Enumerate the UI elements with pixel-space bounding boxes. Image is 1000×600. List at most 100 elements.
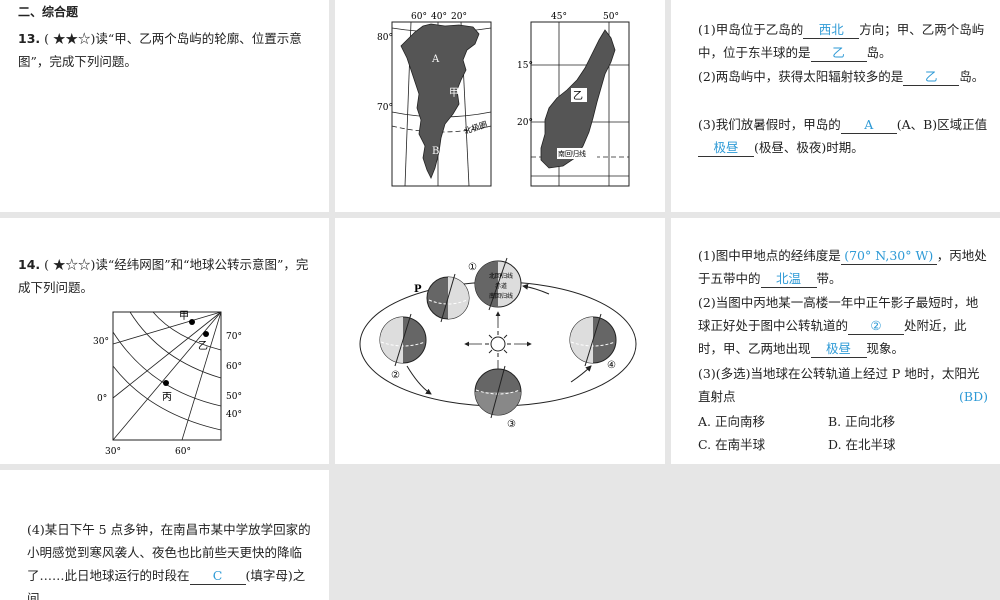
option-b: B. 正向北移 [828,414,896,429]
q13-maps-panel: 60° 40° 20° 80° 70° A B 甲 北极圈 45° 50° 15… [335,0,665,212]
position-4-label: ④ [607,360,616,371]
map-jia-lon-40: 40° [431,12,447,22]
q14-stem-panel: 14. ( ★☆☆)读“经纬网图”和“地球公转示意图”，完成下列问题。 甲 乙 … [0,218,329,464]
island-maps-figure: 60° 40° 20° 80° 70° A B 甲 北极圈 45° 50° 15… [377,12,630,187]
q14-sub1-text-b: ，丙地处于五带中的 [698,248,987,286]
point-bing-marker [163,380,169,386]
grid-bottom-60: 60° [175,447,191,457]
q14-sub1-text-a: (1)图中甲地点的经纬度是 [698,248,841,263]
q14-orbit-panel: P 北回归线 赤道 南回归线 ① ② ③ [335,218,665,464]
q14-sub1-answer-a: (70° N,30° W) [840,247,937,265]
earth-label-equator: 赤道 [495,282,507,290]
q13-stem-panel: 二、综合题 13. ( ★★☆)读“甲、乙两个岛屿的轮廓、位置示意图”，完成下列… [0,0,329,212]
q13-sub1-text-a: (1)甲岛位于乙岛的 [698,22,804,37]
grid-left-30: 30° [93,337,109,347]
q14-sub2-text-a: (2)当图中丙地某一高楼一年中正午影子最短时，地球正好处于图中公转轨道的 [698,295,979,333]
q14-sub4-answer-a: C [189,567,246,585]
earth-label-tropic-n: 北回归线 [489,272,513,280]
map-jia: 60° 40° 20° 80° 70° A B 甲 北极圈 [377,12,492,187]
q13-stem: 13. ( ★★☆)读“甲、乙两个岛屿的轮廓、位置示意图”，完成下列问题。 [18,27,313,73]
map-yi-lon-50: 50° [603,12,619,22]
q13-sub3-text-b: (A、B)区域正值 [896,117,988,132]
q14-stem: 14. ( ★☆☆)读“经纬网图”和“地球公转示意图”，完成下列问题。 [18,253,313,299]
point-yi-label: 乙 [198,340,208,352]
q13-sub3-text-a: (3)我们放暑假时，甲岛的 [698,117,841,132]
q14-stars: ( ★☆☆) [44,257,96,272]
position-1-label: ① [468,262,477,273]
q14-sub2-answer-b: 极昼 [810,340,867,358]
q14-sub4-text-b: (填字母)之间。 [27,568,306,600]
option-c: C. 在南半球 [698,437,766,452]
q14-sub3-text-a: (3)(多选)当地球在公转轨道上经过 P 地时，太阳光直射点 [698,366,980,404]
map-yi-lat-15: 15° [517,61,533,71]
earth-position-1: 北回归线 赤道 南回归线 [474,257,522,311]
grid-right-70: 70° [226,332,242,342]
q13-sub2: (2)两岛屿中，获得太阳辐射较多的是乙岛。 [698,65,988,88]
q14-number: 14. [18,257,41,272]
q14-sub2-text-b: 处附近，此时，甲、乙两地出现 [698,318,967,356]
q13-sub2-answer-a: 乙 [903,68,960,86]
q13-sub1-text-b: 方向；甲、乙两个岛屿中，位于东半球的是 [698,22,985,60]
q13-number: 13. [18,31,41,46]
position-3-label: ③ [507,419,516,430]
map-yi-lat-20: 20° [517,118,533,128]
position-2-label: ② [391,370,400,381]
map-jia-lon-20: 20° [451,12,467,22]
map-jia-lat-80: 80° [377,33,393,43]
sun-icon [485,331,511,357]
q13-sub1-text-c: 岛。 [866,45,892,60]
earth-position-2 [379,313,427,367]
q13-sub3-text-c: (极昼、极夜)时期。 [754,140,864,155]
grid-right-50: 50° [226,392,242,402]
section-heading: 二、综合题 [18,5,79,19]
q13-sub1-answer-b: 乙 [810,44,867,62]
q14-sub1-answer-b: 北温 [760,270,817,288]
grid-right-60: 60° [226,362,242,372]
q13-sub1-answer-a: 西北 [803,21,860,39]
earth-position-p [426,273,470,323]
q14-sub1: (1)图中甲地点的经纬度是(70° N,30° W)，丙地处于五带中的北温带。 [698,244,988,290]
q14-sub4-panel: (4)某日下午 5 点多钟，在南昌市某中学放学回家的小明感觉到寒风袭人、夜色也比… [0,470,329,600]
island-yi-label: 乙 [573,90,583,102]
region-b-label: B [432,146,439,157]
island-jia-shape [400,23,480,179]
point-jia-marker [189,319,195,325]
earth-position-3 [474,365,522,419]
region-a-label: A [431,54,440,65]
arctic-circle-label: 北极圈 [463,119,489,136]
earth-revolution-figure: P 北回归线 赤道 南回归线 ① ② ③ [359,257,637,430]
q13-stem-text: 读“甲、乙两个岛屿的轮廓、位置示意图”，完成下列问题。 [18,31,302,69]
q14-sub1-text-c: 带。 [816,271,842,286]
q14-answers-panel: (1)图中甲地点的经纬度是(70° N,30° W)，丙地处于五带中的北温带。 … [671,218,1000,464]
point-yi-marker [203,331,209,337]
q14-sub3: (3)(多选)当地球在公转轨道上经过 P 地时，太阳光直射点 (BD) [698,362,988,408]
p-label: P [414,284,422,295]
q14-sub3-answer: (BD) [959,389,988,404]
option-a: A. 正向南移 [698,414,765,429]
map-jia-lat-70: 70° [377,103,393,113]
q14-sub2-text-c: 现象。 [866,341,905,356]
earth-label-tropic-s: 南回归线 [489,292,513,300]
tropic-capricorn-label: 南回归线 [558,149,586,158]
lat-lon-grid-figure: 甲 乙 丙 30° 0° 70° 60° 50° 40° 30° 60° [93,311,242,457]
earth-position-4 [569,313,617,367]
q13-answers-panel: (1)甲岛位于乙岛的西北方向；甲、乙两个岛屿中，位于东半球的是乙岛。 (2)两岛… [671,0,1000,212]
map-yi-lon-45: 45° [551,12,567,22]
q14-sub4-text-a: (4)某日下午 5 点多钟，在南昌市某中学放学回家的小明感觉到寒风袭人、夜色也比… [27,522,311,583]
map-jia-lon-60: 60° [411,12,427,22]
grid-right-40: 40° [226,410,242,420]
q13-stars: ( ★★☆) [44,31,96,46]
q14-sub3-answer-a: BD [963,389,984,404]
q13-sub1: (1)甲岛位于乙岛的西北方向；甲、乙两个岛屿中，位于东半球的是乙岛。 [698,18,988,64]
q14-stem-text: 读“经纬网图”和“地球公转示意图”，完成下列问题。 [18,257,309,295]
point-bing-label: 丙 [162,392,172,403]
grid-bottom-30: 30° [105,447,121,457]
q13-sub2-text-a: (2)两岛屿中，获得太阳辐射较多的是 [698,69,904,84]
q13-sub3-answer-b: 极昼 [698,139,754,157]
q14-sub2-answer-a: ② [848,317,905,335]
point-jia-label: 甲 [179,311,189,322]
q13-sub2-text-b: 岛。 [959,69,985,84]
